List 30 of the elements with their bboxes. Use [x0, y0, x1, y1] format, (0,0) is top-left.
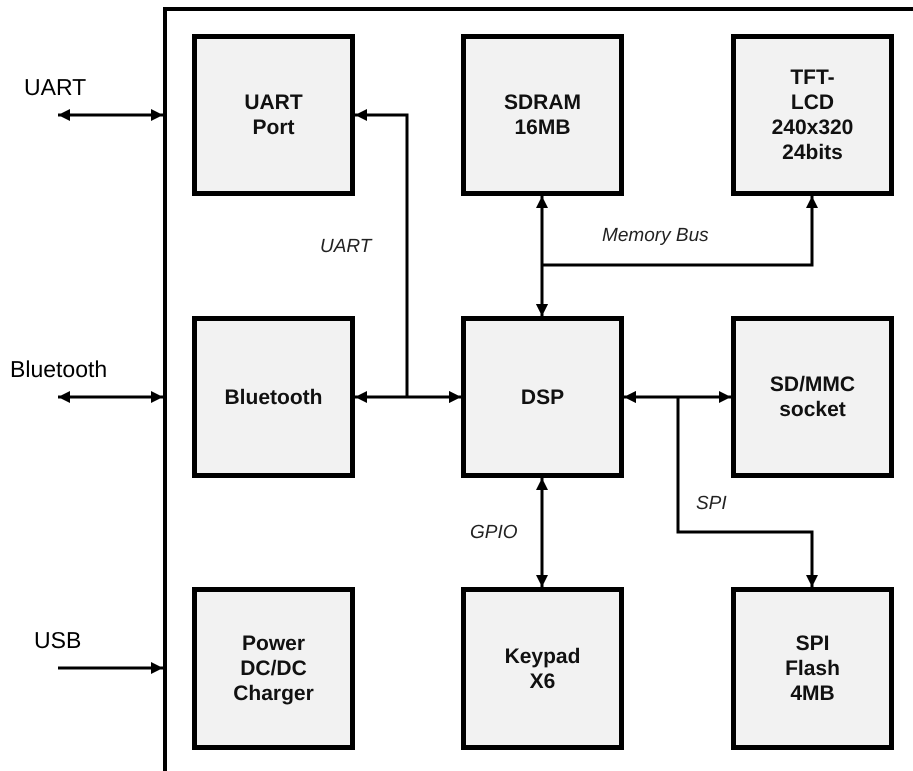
block-label: TFT-LCD 240x320 24bits: [772, 65, 854, 165]
component-block: [192, 587, 355, 750]
board-frame: [163, 7, 913, 771]
connector-arrow: [58, 109, 163, 121]
connector-arrow: [536, 196, 818, 316]
connector-arrow: [58, 662, 163, 674]
port-label: USB: [34, 627, 82, 654]
component-block: [461, 587, 624, 750]
component-block: [461, 34, 624, 196]
block-label: Bluetooth: [224, 384, 322, 410]
port-label: UART: [24, 74, 86, 101]
component-block: [731, 316, 894, 478]
connector-arrow: [624, 391, 818, 587]
connector-arrow: [536, 478, 548, 587]
block-label: Keypad X6: [504, 644, 580, 694]
connector-arrow: [355, 391, 461, 403]
component-block: [461, 316, 624, 478]
component-block: [731, 34, 894, 196]
connector-arrow: [58, 391, 163, 403]
block-label: SDRAM 16MB: [504, 90, 581, 140]
block-label: DSP: [520, 384, 564, 410]
block-label: Power DC/DC Charger: [233, 631, 314, 706]
component-block: [192, 316, 355, 478]
port-label: Bluetooth: [10, 356, 108, 383]
block-label: UART Port: [244, 90, 303, 140]
block-label: SPI Flash 4MB: [785, 631, 840, 706]
component-block: [192, 34, 355, 196]
edge-label: Memory Bus: [600, 225, 711, 247]
block-label: SD/MMC socket: [770, 372, 856, 422]
component-block: [731, 587, 894, 750]
